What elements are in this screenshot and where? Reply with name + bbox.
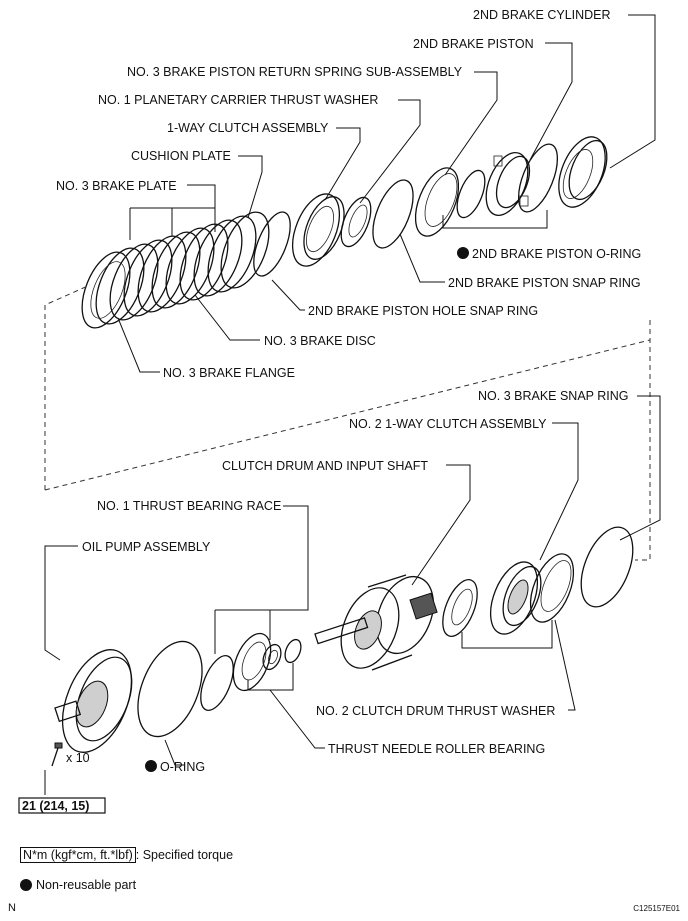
brake-snap-ring-part bbox=[580, 526, 634, 608]
label-oring: O-RING bbox=[160, 760, 205, 774]
label-one-way-clutch-2: NO. 2 1-WAY CLUTCH ASSEMBLY bbox=[349, 417, 547, 431]
label-piston-oring: 2ND BRAKE PISTON O-RING bbox=[472, 247, 641, 261]
label-brake-piston: 2ND BRAKE PISTON bbox=[413, 37, 534, 51]
nonreusable-dot-piston-oring bbox=[457, 247, 469, 259]
return-spring-part bbox=[414, 167, 460, 237]
label-needle-bearing: THRUST NEEDLE ROLLER BEARING bbox=[328, 742, 545, 756]
nonreusable-dot-icon bbox=[20, 879, 32, 891]
legend-nonreusable: Non-reusable part bbox=[20, 878, 136, 892]
piston-oring-part-inner bbox=[456, 169, 486, 219]
label-return-spring: NO. 3 BRAKE PISTON RETURN SPRING SUB-ASS… bbox=[127, 65, 463, 79]
legend-nonreusable-text: Non-reusable part bbox=[36, 878, 137, 892]
label-brake-flange: NO. 3 BRAKE FLANGE bbox=[163, 366, 295, 380]
oring-part bbox=[137, 640, 203, 738]
needle-bearing-part bbox=[262, 643, 282, 671]
legend-torque-desc: : Specified torque bbox=[135, 848, 234, 862]
piston-oring-part-outer bbox=[517, 143, 559, 213]
label-cushion-plate: CUSHION PLATE bbox=[131, 149, 231, 163]
race-ring-part bbox=[200, 655, 234, 711]
nonreusable-dot-oring bbox=[145, 760, 157, 772]
label-brake-plate: NO. 3 BRAKE PLATE bbox=[56, 179, 177, 193]
label-brake-cylinder: 2ND BRAKE CYLINDER bbox=[473, 8, 611, 22]
dashed-boundary-right bbox=[635, 320, 651, 561]
label-hole-snap-ring: 2ND BRAKE PISTON HOLE SNAP RING bbox=[308, 304, 538, 318]
dashed-boundary-upper bbox=[44, 284, 91, 490]
legend-torque-units: N*m (kgf*cm, ft.*lbf) bbox=[20, 847, 136, 863]
one-way-clutch-2-part bbox=[489, 553, 575, 635]
legend-torque: N*m (kgf*cm, ft.*lbf): Specified torque bbox=[20, 847, 234, 863]
bearing-race-large-part bbox=[232, 632, 272, 692]
label-torque-value: 21 (214, 15) bbox=[22, 799, 89, 813]
label-drum-thrust-washer: NO. 2 CLUTCH DRUM THRUST WASHER bbox=[316, 704, 555, 718]
brake-cylinder-part bbox=[558, 136, 608, 208]
brake-disc-stack bbox=[81, 211, 270, 329]
label-clutch-drum: CLUTCH DRUM AND INPUT SHAFT bbox=[222, 459, 428, 473]
piston-snap-ring-part bbox=[372, 179, 414, 249]
oil-pump-part bbox=[54, 649, 133, 753]
one-way-clutch-part bbox=[291, 193, 345, 267]
label-oil-pump: OIL PUMP ASSEMBLY bbox=[82, 540, 211, 554]
clutch-drum-part bbox=[314, 574, 438, 671]
brake-piston-part bbox=[485, 152, 531, 216]
north-marker: N bbox=[8, 902, 16, 914]
dashed-boundary-lower bbox=[44, 339, 651, 491]
torque-box bbox=[18, 797, 106, 814]
label-piston-snap-ring: 2ND BRAKE PISTON SNAP RING bbox=[448, 276, 641, 290]
figure-id: C125157E01 bbox=[633, 904, 680, 913]
bearing-race-small-part bbox=[284, 638, 302, 664]
drum-thrust-washer-part bbox=[442, 579, 478, 637]
label-bearing-race: NO. 1 THRUST BEARING RACE bbox=[97, 499, 281, 513]
label-brake-disc: NO. 3 BRAKE DISC bbox=[264, 334, 376, 348]
label-brake-snap-ring: NO. 3 BRAKE SNAP RING bbox=[478, 389, 629, 403]
bolt-part bbox=[51, 742, 63, 767]
thrust-washer-part bbox=[340, 196, 372, 248]
label-bolt-count: x 10 bbox=[66, 751, 90, 765]
label-thrust-washer-1: NO. 1 PLANETARY CARRIER THRUST WASHER bbox=[98, 93, 378, 107]
hole-snap-ring-part bbox=[253, 211, 291, 277]
label-one-way-clutch: 1-WAY CLUTCH ASSEMBLY bbox=[167, 121, 329, 135]
